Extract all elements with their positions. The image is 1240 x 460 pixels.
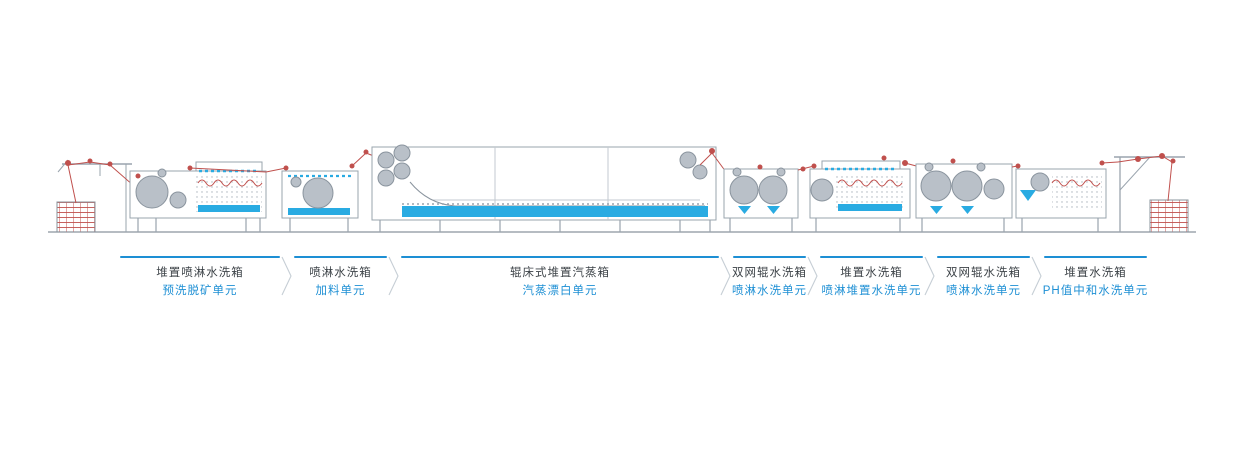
unit-spray-washer [265,149,385,232]
section-underline [733,256,806,258]
unit-roller-bed-steamer [371,144,727,232]
section-underline [294,256,387,258]
section-underline [937,256,1030,258]
chevron-separator-icon [388,256,400,300]
section-subtitle: 喷淋水洗单元 [946,285,1021,297]
section-subtitle: 加料单元 [315,285,366,297]
chevron-separator-icon [281,256,293,300]
section-subtitle: 喷淋堆置水洗单元 [821,285,922,297]
unit-stack-washer-1 [809,155,921,232]
left-fabric-feeder [56,158,135,233]
process-section-6: 双网辊水洗箱 喷淋水洗单元 [937,256,1030,298]
process-section-7: 堆置水洗箱 PH值中和水洗单元 [1042,256,1149,298]
process-label-band: 堆置喷淋水洗箱 预洗脱矿单元 喷淋水洗箱 加料单元 辊床式堆置汽蒸箱 汽蒸漂白单… [120,256,1147,300]
section-subtitle: 汽蒸漂白单元 [522,285,598,297]
section-subtitle: 喷淋水洗单元 [732,285,807,297]
section-underline [820,256,923,258]
section-title: 双网辊水洗箱 [946,267,1021,279]
section-underline [401,256,719,258]
section-subtitle: 预洗脱矿单元 [162,285,238,297]
section-title: 双网辊水洗箱 [732,267,807,279]
unit-stack-washer-2 [1015,160,1119,232]
process-section-2: 喷淋水洗箱 加料单元 [294,256,387,298]
section-underline [1044,256,1147,258]
chevron-separator-icon [924,256,936,300]
unit-double-mesh-washer-2 [915,158,1019,232]
process-section-3: 辊床式堆置汽蒸箱 汽蒸漂白单元 [401,256,719,298]
section-underline [120,256,280,258]
process-section-1: 堆置喷淋水洗箱 预洗脱矿单元 [120,256,280,298]
section-subtitle: PH值中和水洗单元 [1042,285,1149,297]
section-title: 堆置水洗箱 [1064,267,1127,279]
chevron-separator-icon [1031,256,1043,300]
section-title: 堆置喷淋水洗箱 [156,267,244,279]
section-title: 喷淋水洗箱 [309,267,372,279]
section-title: 辊床式堆置汽蒸箱 [510,267,610,279]
unit-double-mesh-washer-1 [723,164,815,232]
machine-diagram [48,144,1196,233]
chevron-separator-icon [807,256,819,300]
chevron-separator-icon [720,256,732,300]
section-title: 堆置水洗箱 [840,267,903,279]
process-section-4: 双网辊水洗箱 喷淋水洗单元 [732,256,807,298]
right-fabric-plaiter [1114,153,1189,233]
unit-stack-spray-washer [129,161,267,232]
process-section-5: 堆置水洗箱 喷淋堆置水洗单元 [820,256,923,298]
